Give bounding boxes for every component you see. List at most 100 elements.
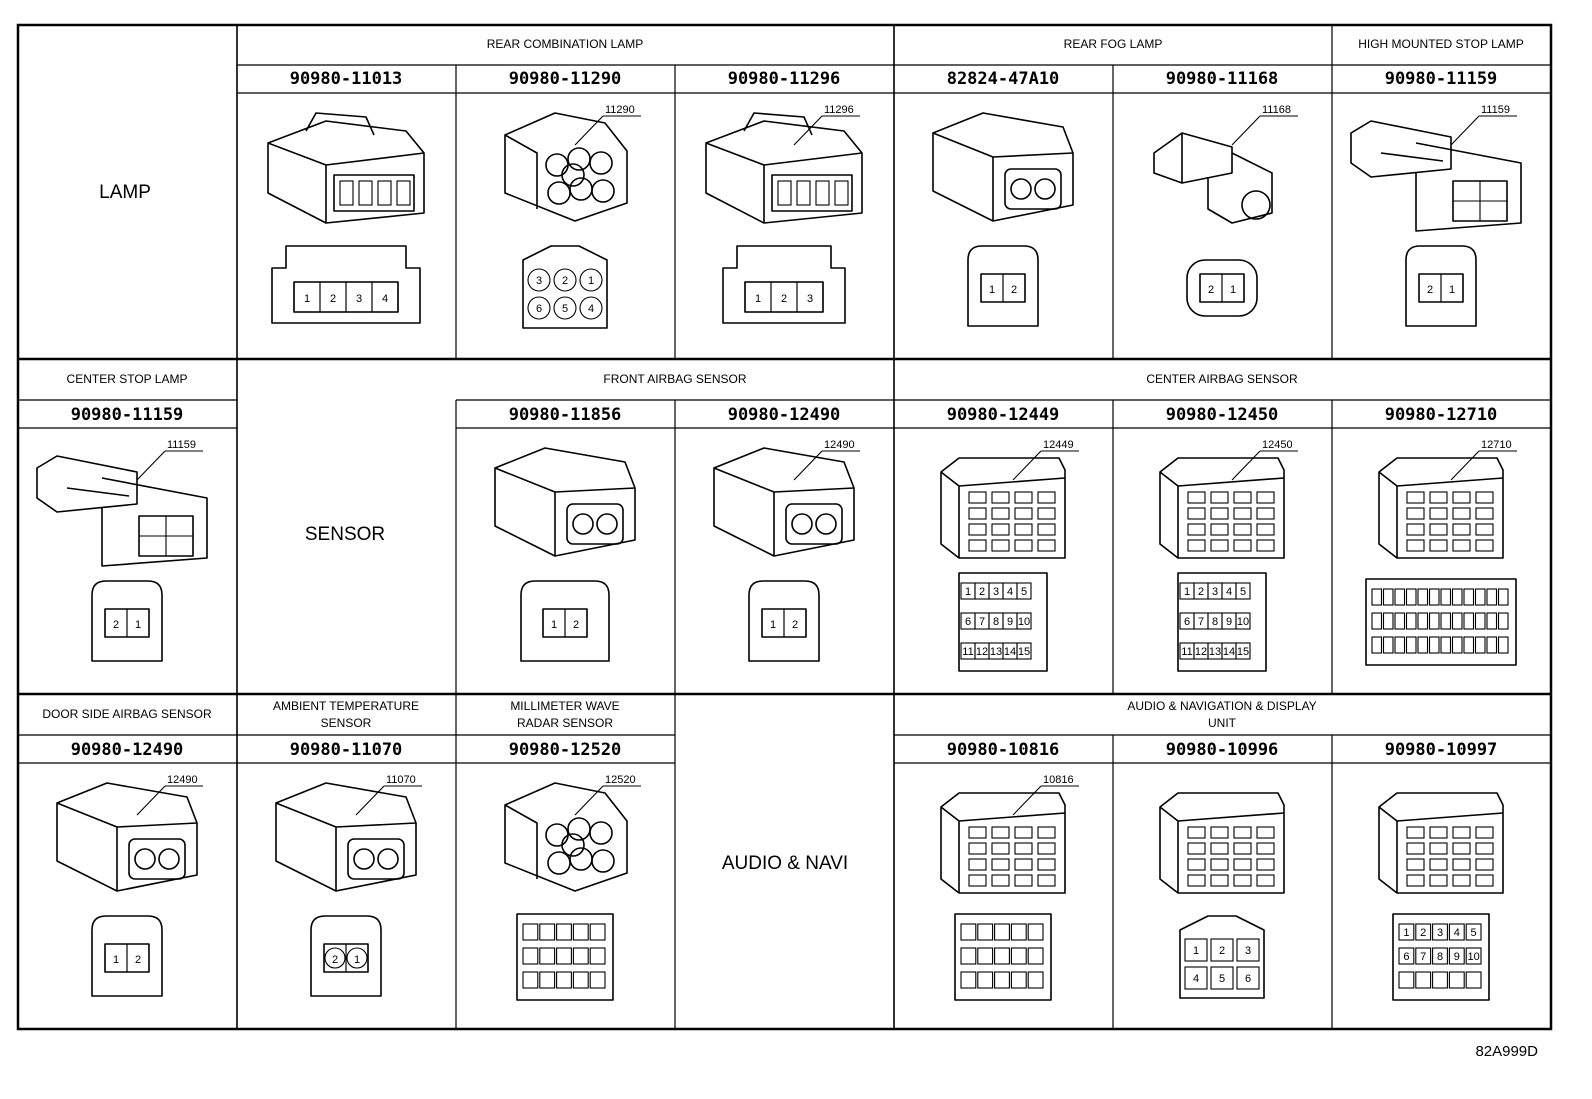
pin-number: 4 [588, 303, 594, 315]
connector-drawing [1159, 457, 1285, 559]
pin-number: 2 [562, 275, 568, 287]
pin-number: 4 [1454, 927, 1460, 939]
pin-number: 8 [1437, 951, 1443, 963]
pin-number: 2 [330, 293, 336, 305]
group-title-millimeter-wave-radar-sensor-line1: MILLIMETER WAVE [510, 699, 619, 713]
part-number: 90980-10997 [1385, 740, 1498, 760]
part-number: 90980-11070 [290, 740, 403, 760]
group-title-ambient-temperature-sensor-line2: SENSOR [321, 716, 372, 730]
part-number: 90980-11013 [290, 69, 403, 89]
callout-label: 12449 [1043, 439, 1074, 451]
pin-number: 3 [1437, 927, 1443, 939]
part-number: 90980-12490 [71, 740, 184, 760]
callout-label: 12710 [1481, 439, 1512, 451]
pin-number: 9 [1454, 951, 1460, 963]
connector-drawing [940, 457, 1066, 559]
pin-number: 14 [1004, 646, 1016, 658]
pin-number: 1 [965, 586, 971, 598]
pin-number: 2 [781, 293, 787, 305]
pin-number: 2 [113, 619, 119, 631]
pin-number: 12 [1195, 646, 1207, 658]
callout-label: 11290 [605, 104, 635, 116]
connector-drawing [56, 782, 198, 892]
connector-face [516, 913, 614, 1001]
connector-drawing [504, 782, 628, 892]
pin-number: 6 [965, 616, 971, 628]
group-title-audio-navigation-display-unit-line2: UNIT [1208, 716, 1237, 730]
pin-number: 1 [1449, 284, 1455, 296]
pin-number: 3 [993, 586, 999, 598]
pin-number: 14 [1223, 646, 1235, 658]
group-title-audio-navigation-display-unit-line1: AUDIO & NAVIGATION & DISPLAY [1127, 699, 1316, 713]
connector-face: 1 2 3 4 [271, 245, 421, 324]
pin-number: 11 [962, 646, 973, 658]
part-number: 90980-12520 [509, 740, 622, 760]
connector-face [954, 913, 1052, 1001]
pin-number: 5 [1471, 927, 1477, 939]
callout-label: 12490 [167, 774, 198, 786]
pin-number: 2 [1219, 945, 1225, 957]
pin-number: 1 [770, 619, 776, 631]
pin-number: 1 [551, 619, 557, 631]
part-number: 90980-11296 [728, 69, 841, 89]
pin-number: 2 [1420, 927, 1426, 939]
pin-number: 9 [1226, 616, 1232, 628]
pin-number: 12 [976, 646, 988, 658]
pin-number: 3 [1212, 586, 1218, 598]
connector-drawing [713, 447, 855, 557]
pin-number: 1 [304, 293, 310, 305]
pin-number: 3 [536, 275, 542, 287]
pin-number: 6 [1403, 951, 1409, 963]
part-number: 90980-12449 [947, 405, 1060, 425]
part-number: 90980-10996 [1166, 740, 1279, 760]
pin-number: 4 [382, 293, 388, 305]
connector-face [1365, 578, 1517, 666]
pin-number: 1 [113, 954, 119, 966]
connector-drawing [1378, 792, 1504, 894]
part-number: 90980-12490 [728, 405, 841, 425]
callout-label: 11070 [386, 774, 416, 786]
pin-number: 3 [356, 293, 362, 305]
group-title-rear-fog-lamp: REAR FOG LAMP [1064, 37, 1163, 51]
pin-number: 15 [1018, 646, 1030, 658]
part-number: 82824-47A10 [947, 69, 1060, 89]
pin-number: 7 [1420, 951, 1426, 963]
pin-number: 2 [332, 954, 338, 966]
pin-number: 5 [562, 303, 568, 315]
connector-drawing [275, 782, 417, 892]
group-title-rear-combination-lamp: REAR COMBINATION LAMP [487, 37, 643, 51]
group-title-door-side-airbag-sensor: DOOR SIDE AIRBAG SENSOR [42, 707, 212, 721]
connector-drawing [504, 112, 628, 222]
callout-label: 12520 [605, 774, 636, 786]
part-number: 90980-10816 [947, 740, 1060, 760]
pin-number: 10 [1018, 616, 1030, 628]
sheet-reference-code: 82A999D [1475, 1043, 1538, 1060]
part-number: 90980-11168 [1166, 69, 1279, 89]
connector-drawing [494, 447, 636, 557]
pin-number: 9 [1007, 616, 1013, 628]
part-number: 90980-12450 [1166, 405, 1279, 425]
pin-number: 6 [1184, 616, 1190, 628]
pin-number: 4 [1007, 586, 1013, 598]
pin-number: 1 [989, 284, 995, 296]
callout-label: 12490 [824, 439, 855, 451]
